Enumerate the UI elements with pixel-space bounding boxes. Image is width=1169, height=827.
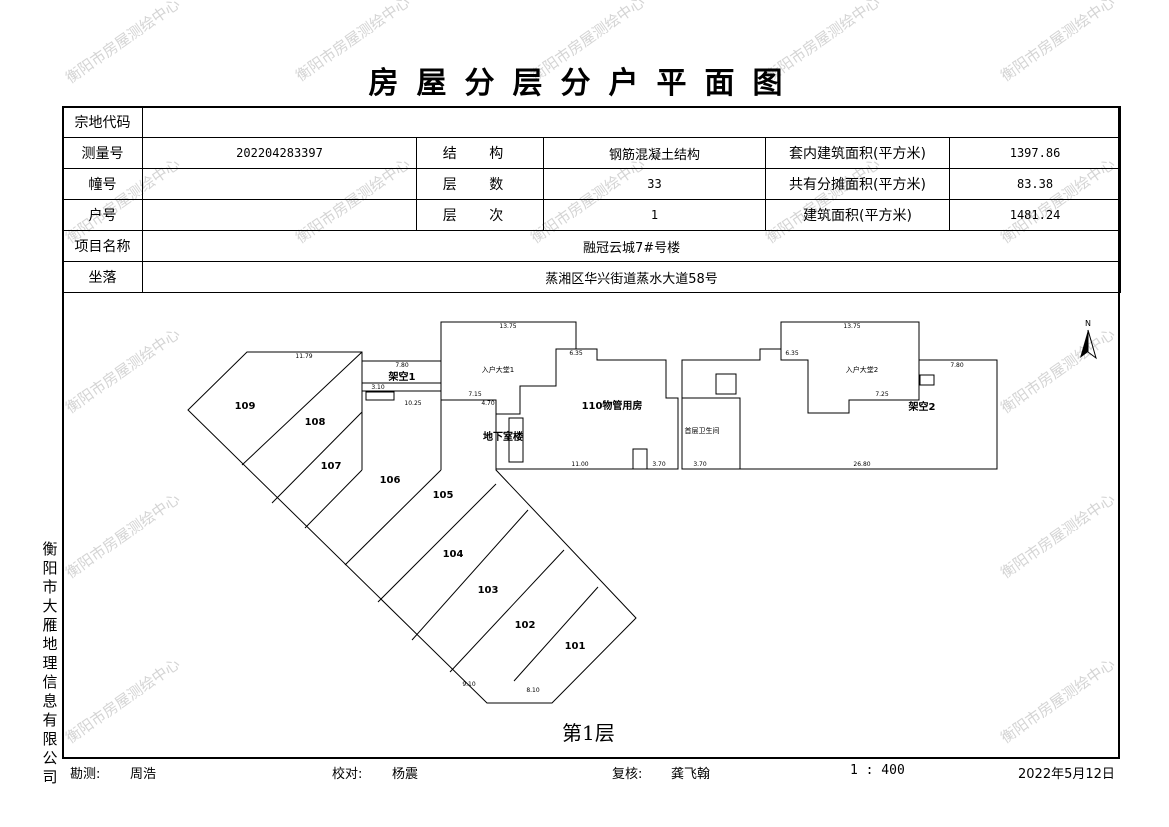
- dim-label: 8.10: [526, 687, 540, 694]
- reviewer-label: 复核:: [612, 767, 643, 782]
- room-108: 108: [305, 417, 326, 428]
- project-label: 项目名称: [62, 230, 143, 262]
- lobby2-wall: [780, 349, 920, 414]
- dim-label: 11.00: [571, 461, 588, 468]
- room-104: 104: [443, 549, 464, 560]
- gross-area-label: 建筑面积(平方米): [765, 199, 950, 231]
- dim-label: 3.70: [652, 461, 666, 468]
- stair-box: [365, 391, 395, 401]
- dim-label: 7.15: [468, 391, 482, 398]
- page-title: 房屋分层分户平面图: [368, 66, 801, 101]
- checker-label: 校对:: [332, 767, 363, 782]
- label-property: 110物管用房: [582, 399, 643, 412]
- dim-label: 7.25: [875, 391, 889, 398]
- dim-label: 6.35: [785, 350, 799, 357]
- structure-label: 结 构: [416, 137, 544, 169]
- divider-104-103: [411, 509, 529, 641]
- table-row: 坐落 蒸湘区华兴街道蒸水大道58号: [62, 261, 1122, 293]
- dim-label: 7.80: [950, 362, 964, 369]
- divider-109-108: [241, 351, 363, 466]
- label-basement: 地下室楼: [483, 430, 523, 443]
- divider-103-102: [449, 549, 565, 673]
- dim-label: 7.80: [395, 362, 409, 369]
- floors-value: 33: [543, 168, 766, 200]
- label-void1: 架空1: [388, 370, 416, 383]
- surveyor-label: 勘测:: [70, 767, 101, 782]
- date-text: 2022年5月12日: [1018, 767, 1115, 782]
- surveyor-name: 周浩: [130, 767, 157, 782]
- void2-fixture: [919, 374, 935, 386]
- shared-area-label: 共有分摊面积(平方米): [765, 168, 950, 200]
- survey-no-label: 测量号: [62, 137, 143, 169]
- dim-label: 10.25: [404, 400, 421, 407]
- inner-area-label: 套内建筑面积(平方米): [765, 137, 950, 169]
- dim-label: 4.70: [481, 400, 495, 407]
- table-row: 幢号 层 数 33 共有分摊面积(平方米) 83.38: [62, 168, 1122, 200]
- room-102: 102: [515, 620, 536, 631]
- shared-area-value: 83.38: [948, 168, 1122, 200]
- divider-107-106: [304, 469, 363, 529]
- building-no-value: [142, 168, 417, 200]
- dim-label: 3.10: [371, 384, 385, 391]
- floor-caption: 第1层: [562, 721, 615, 745]
- north-arrow-icon: N: [1080, 319, 1097, 360]
- room-101: 101: [565, 641, 586, 652]
- checker-name: 杨震: [392, 767, 419, 782]
- location-value: 蒸湘区华兴街道蒸水大道58号: [141, 261, 1122, 293]
- scale-text: 1 : 400: [850, 763, 905, 778]
- inner-area-value: 1397.86: [948, 137, 1122, 169]
- room-105: 105: [433, 490, 454, 501]
- floors-label: 层 数: [416, 168, 544, 200]
- room-107: 107: [321, 461, 342, 472]
- shaft-box: [715, 373, 737, 395]
- divider-102-101: [513, 586, 599, 682]
- divider-105-104: [377, 483, 497, 603]
- dim-label: 26.80: [853, 461, 870, 468]
- building-no-label: 幢号: [62, 168, 143, 200]
- dim-label: 9.10: [462, 681, 476, 688]
- table-row: 户号 层 次 1 建筑面积(平方米) 1481.24: [62, 199, 1122, 231]
- dim-label: 6.35: [569, 350, 583, 357]
- reviewer-name: 龚飞翰: [671, 767, 711, 782]
- right-block-outline: [681, 321, 998, 470]
- fixture-box: [632, 448, 648, 470]
- room-106: 106: [380, 475, 401, 486]
- label-lobby2: 入户大堂2: [846, 365, 878, 374]
- property-room-outline: [495, 348, 679, 470]
- room-109: 109: [235, 401, 256, 412]
- info-table: 宗地代码 测量号 202204283397 结 构 钢筋混凝土结构 套内建筑面积…: [62, 106, 1122, 293]
- north-label: N: [1085, 319, 1091, 328]
- unit-no-label: 户号: [62, 199, 143, 231]
- gross-area-value: 1481.24: [948, 199, 1122, 231]
- dim-label: 13.75: [843, 323, 860, 330]
- room-103: 103: [478, 585, 499, 596]
- dim-label: 3.70: [693, 461, 707, 468]
- dim-label: 13.75: [499, 323, 516, 330]
- label-lobby1: 入户大堂1: [482, 365, 514, 374]
- divider-106-105: [344, 469, 442, 566]
- location-label: 坐落: [62, 261, 143, 293]
- basement-stair: [508, 417, 524, 463]
- label-void2: 架空2: [908, 400, 936, 413]
- divider-108-107: [271, 411, 363, 504]
- dim-label: 11.79: [295, 353, 312, 360]
- table-row: 测量号 202204283397 结 构 钢筋混凝土结构 套内建筑面积(平方米)…: [62, 137, 1122, 169]
- company-side-text: 衡阳市大雁地理信息有限公司: [42, 540, 58, 786]
- label-toilet: 首层卫生间: [685, 426, 720, 435]
- table-row: 项目名称 融冠云城7#号楼: [62, 230, 1122, 262]
